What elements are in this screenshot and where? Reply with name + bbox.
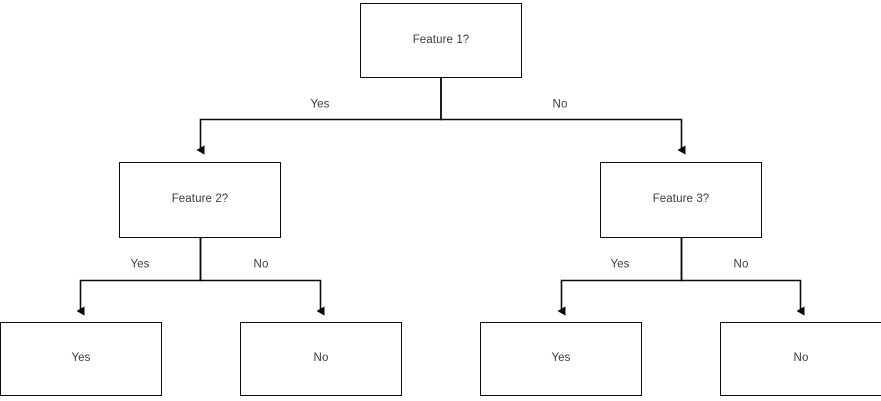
edge-root-to-feature3 bbox=[440, 78, 686, 155]
node-leaf-1-yes[interactable]: Yes bbox=[0, 322, 162, 396]
node-label-leaf-3: Yes bbox=[551, 352, 571, 365]
edge-root-to-feature2 bbox=[196, 78, 442, 155]
edge-label-feature2-no: No bbox=[250, 259, 272, 271]
edge-label-feature3-yes: Yes bbox=[607, 259, 633, 271]
node-label-leaf-2: No bbox=[313, 352, 329, 365]
node-label-leaf-4: No bbox=[793, 352, 809, 365]
edge-feature2-to-leaf-no bbox=[199, 238, 325, 316]
node-label-feature-3: Feature 3? bbox=[652, 193, 710, 206]
node-feature-2[interactable]: Feature 2? bbox=[119, 162, 281, 238]
edge-label-feature2-yes: Yes bbox=[127, 259, 153, 271]
node-label-feature-1: Feature 1? bbox=[412, 33, 470, 46]
edge-label-root-yes: Yes bbox=[307, 99, 333, 111]
node-leaf-2-no[interactable]: No bbox=[240, 322, 402, 396]
node-label-feature-2: Feature 2? bbox=[171, 193, 229, 206]
edge-feature3-to-leaf-no bbox=[680, 238, 805, 316]
edge-feature3-to-leaf-yes bbox=[557, 238, 683, 316]
node-feature-1[interactable]: Feature 1? bbox=[360, 3, 522, 78]
node-leaf-3-yes[interactable]: Yes bbox=[480, 322, 642, 396]
node-leaf-4-no[interactable]: No bbox=[720, 322, 881, 396]
node-label-leaf-1: Yes bbox=[71, 352, 91, 365]
edge-label-feature3-no: No bbox=[730, 259, 752, 271]
edge-label-root-no: No bbox=[549, 99, 571, 111]
edge-feature2-to-leaf-yes bbox=[76, 238, 202, 316]
node-feature-3[interactable]: Feature 3? bbox=[600, 162, 762, 238]
